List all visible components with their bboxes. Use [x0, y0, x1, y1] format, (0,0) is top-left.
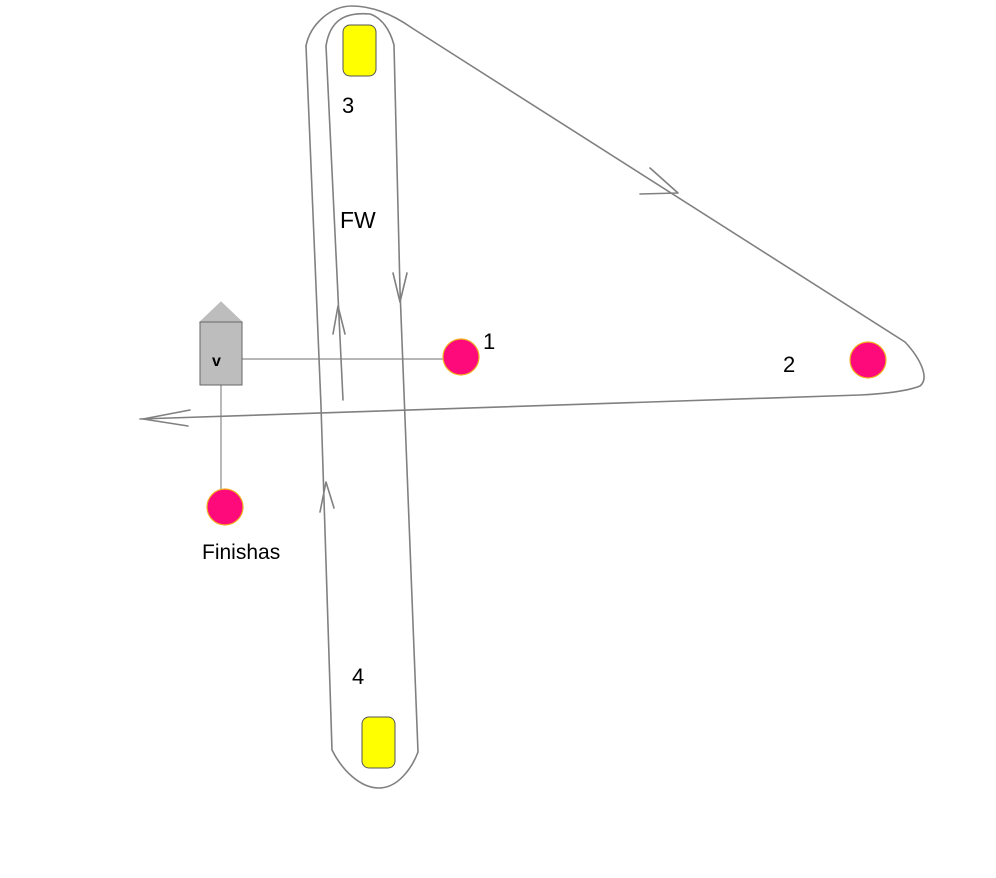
mark-4-label: 4 — [352, 664, 364, 689]
mark-1-buoy — [442, 338, 480, 376]
arrowhead-icon — [319, 481, 335, 513]
mark-3-buoy — [342, 24, 377, 77]
finish-mark-buoy — [206, 488, 244, 526]
mark-1-label: 1 — [483, 329, 495, 354]
arrowhead-icon — [142, 409, 191, 427]
triangle-course-path — [139, 5, 925, 420]
committee-boat-letter: v — [212, 353, 221, 370]
mark-3-label: 3 — [342, 93, 354, 118]
arrowhead-icon — [392, 272, 408, 303]
windward-leeward-loop — [305, 12, 419, 789]
finish-label: Finishas — [202, 541, 280, 564]
mark-4-buoy — [361, 716, 396, 769]
mark-2-label: 2 — [783, 352, 795, 377]
arrowhead-icon — [332, 305, 346, 335]
fw-label: FW — [340, 207, 376, 233]
mark-2-buoy — [849, 341, 887, 379]
arrowhead-icon — [639, 167, 679, 195]
committee-boat-icon: v — [198, 301, 244, 386]
